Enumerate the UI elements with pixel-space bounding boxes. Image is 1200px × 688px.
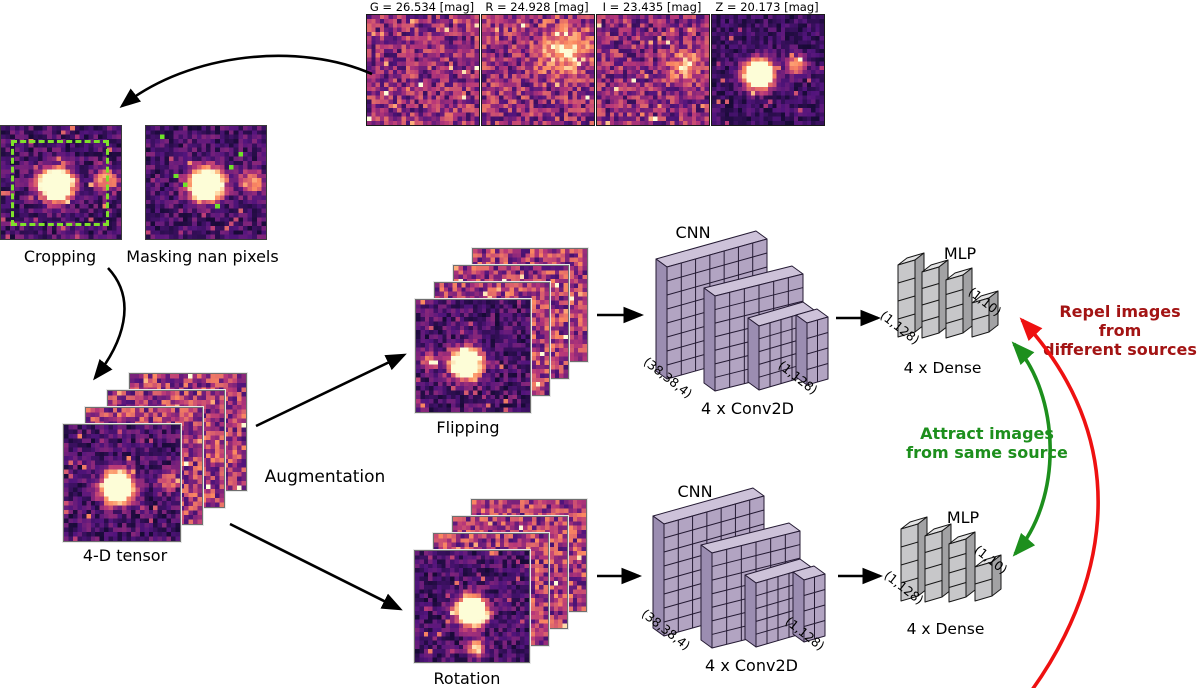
cnn-title-bottom: CNN [677, 482, 713, 501]
arrow-repel [1019, 317, 1100, 688]
cutout-i-band [596, 14, 710, 126]
masking-label: Masking nan pixels [126, 247, 279, 266]
mlp-title-top: MLP [943, 244, 977, 263]
cnn-layers-label-top: 4 x Conv2D [701, 399, 794, 418]
arrow-tensor-to-flipping [255, 353, 407, 428]
arrow-cropping-to-tensor [93, 267, 126, 381]
band-label-i: I = 23.435 [mag] [602, 0, 702, 14]
repel-line2: different sources [1043, 340, 1197, 359]
repel-text: Repel images from different sources [1040, 302, 1200, 359]
augmentation-label: Augmentation [264, 467, 386, 487]
masking-image [145, 125, 267, 240]
repel-line1: Repel images from [1059, 302, 1181, 340]
mlp-block-bottom [900, 516, 1002, 603]
band-label-z: Z = 20.173 [mag] [715, 0, 819, 14]
tensor-label: 4-D tensor [82, 546, 168, 565]
cutout-z-band [711, 14, 825, 126]
cnn-title-top: CNN [675, 223, 711, 242]
band-label-g: G = 26.534 [mag] [369, 0, 475, 14]
attract-line2: from same source [906, 443, 1068, 462]
flipping-label: Flipping [436, 418, 500, 437]
rotation-front-image [414, 550, 530, 663]
cnn-block-bottom [652, 487, 826, 649]
crop-region-box [11, 140, 109, 226]
arrow-tensor-to-rotation [229, 522, 403, 611]
rotation-label: Rotation [433, 669, 501, 688]
attract-text: Attract images from same source [898, 424, 1076, 462]
mlp-layers-label-bottom: 4 x Dense [906, 620, 985, 638]
attract-line1: Attract images [920, 424, 1054, 443]
mlp-layers-label-top: 4 x Dense [903, 359, 982, 377]
mlp-block-top [897, 252, 999, 339]
cutout-g-band [366, 14, 480, 126]
cropping-image [0, 125, 122, 240]
cnn-layers-label-bottom: 4 x Conv2D [705, 656, 798, 675]
cnn-block-top [655, 230, 829, 392]
cropping-label: Cropping [23, 247, 97, 266]
flipping-front-image [415, 299, 531, 413]
arrow-cutouts-to-cropping [119, 54, 373, 108]
tensor-front-image [63, 424, 181, 542]
band-label-r: R = 24.928 [mag] [485, 0, 589, 14]
cutout-r-band [481, 14, 595, 126]
mlp-title-bottom: MLP [946, 508, 980, 527]
